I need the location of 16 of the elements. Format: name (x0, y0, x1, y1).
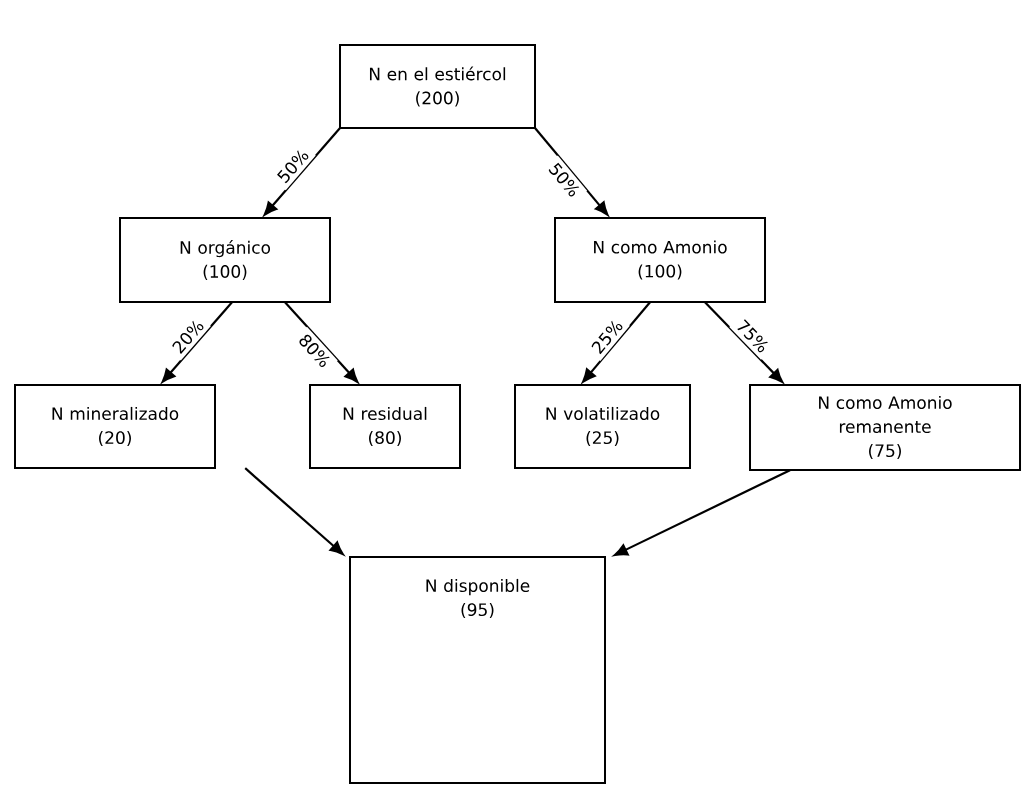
process-box: N como Amonio (100) (554, 217, 766, 303)
arrow (704, 301, 784, 383)
arrow (284, 301, 359, 383)
process-box: N mineralizado (20) (14, 384, 216, 469)
process-box: N como Amonio remanente (75) (749, 384, 1021, 471)
arrow (582, 301, 651, 383)
arrow (244, 467, 344, 556)
arrow (161, 301, 233, 383)
arrow (263, 127, 341, 216)
process-box: N volatilizado (25) (514, 384, 691, 469)
process-box: N residual (80) (309, 384, 461, 469)
process-box: N disponible (95) (349, 556, 606, 784)
arrow (613, 469, 791, 557)
arrow (534, 127, 609, 216)
process-box: N orgánico (100) (119, 217, 331, 303)
process-box: N en el estiércol (200) (339, 44, 536, 129)
